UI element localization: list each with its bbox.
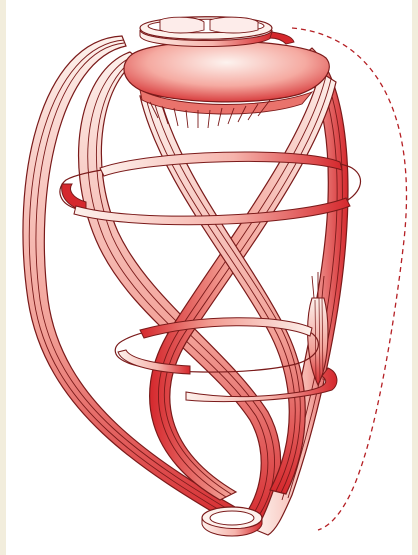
apex-loop [202,507,262,536]
